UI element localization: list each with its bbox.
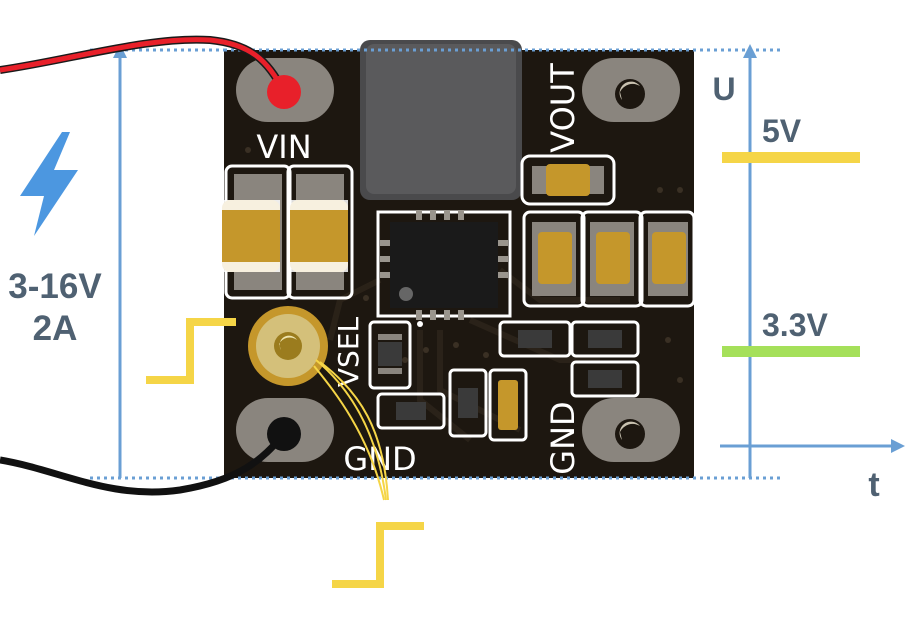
vsel-pulse-left: [146, 318, 236, 384]
label-vin: VIN: [256, 128, 311, 166]
vsel-pointer-lines: [313, 359, 389, 501]
input-voltage-label: 3-16V: [8, 267, 102, 306]
level-5v: 5V: [722, 113, 860, 163]
wire-positive: [0, 35, 301, 109]
inductor: [360, 40, 522, 200]
output-graph: [700, 44, 905, 480]
lightning-bolt-icon: [20, 132, 78, 236]
level-3v3-bar: [722, 346, 860, 357]
level-3v3: 3.3V: [722, 307, 860, 357]
level-5v-label: 5V: [762, 113, 802, 149]
input-guide: [90, 44, 230, 480]
label-vout: VOUT: [544, 63, 582, 153]
output-capacitors: [520, 154, 696, 308]
ic-chip: [376, 210, 512, 327]
level-3v3-label: 3.3V: [762, 307, 828, 343]
pad-gnd-right: [582, 398, 680, 462]
graph-x-axis-label: t: [868, 466, 879, 504]
wire-negative: [0, 417, 301, 496]
vsel-pulse-bottom: [332, 522, 424, 588]
label-vsel: VSEL: [332, 316, 365, 387]
input-capacitors: [222, 164, 354, 300]
level-5v-bar: [722, 152, 860, 163]
input-current-label: 2A: [33, 309, 78, 348]
label-gnd-right: GND: [544, 401, 582, 474]
graph-y-axis-label: U: [712, 71, 735, 107]
smd-resistors: [368, 320, 640, 442]
vsel-pad[interactable]: [248, 306, 328, 386]
pad-vout: [582, 58, 680, 122]
